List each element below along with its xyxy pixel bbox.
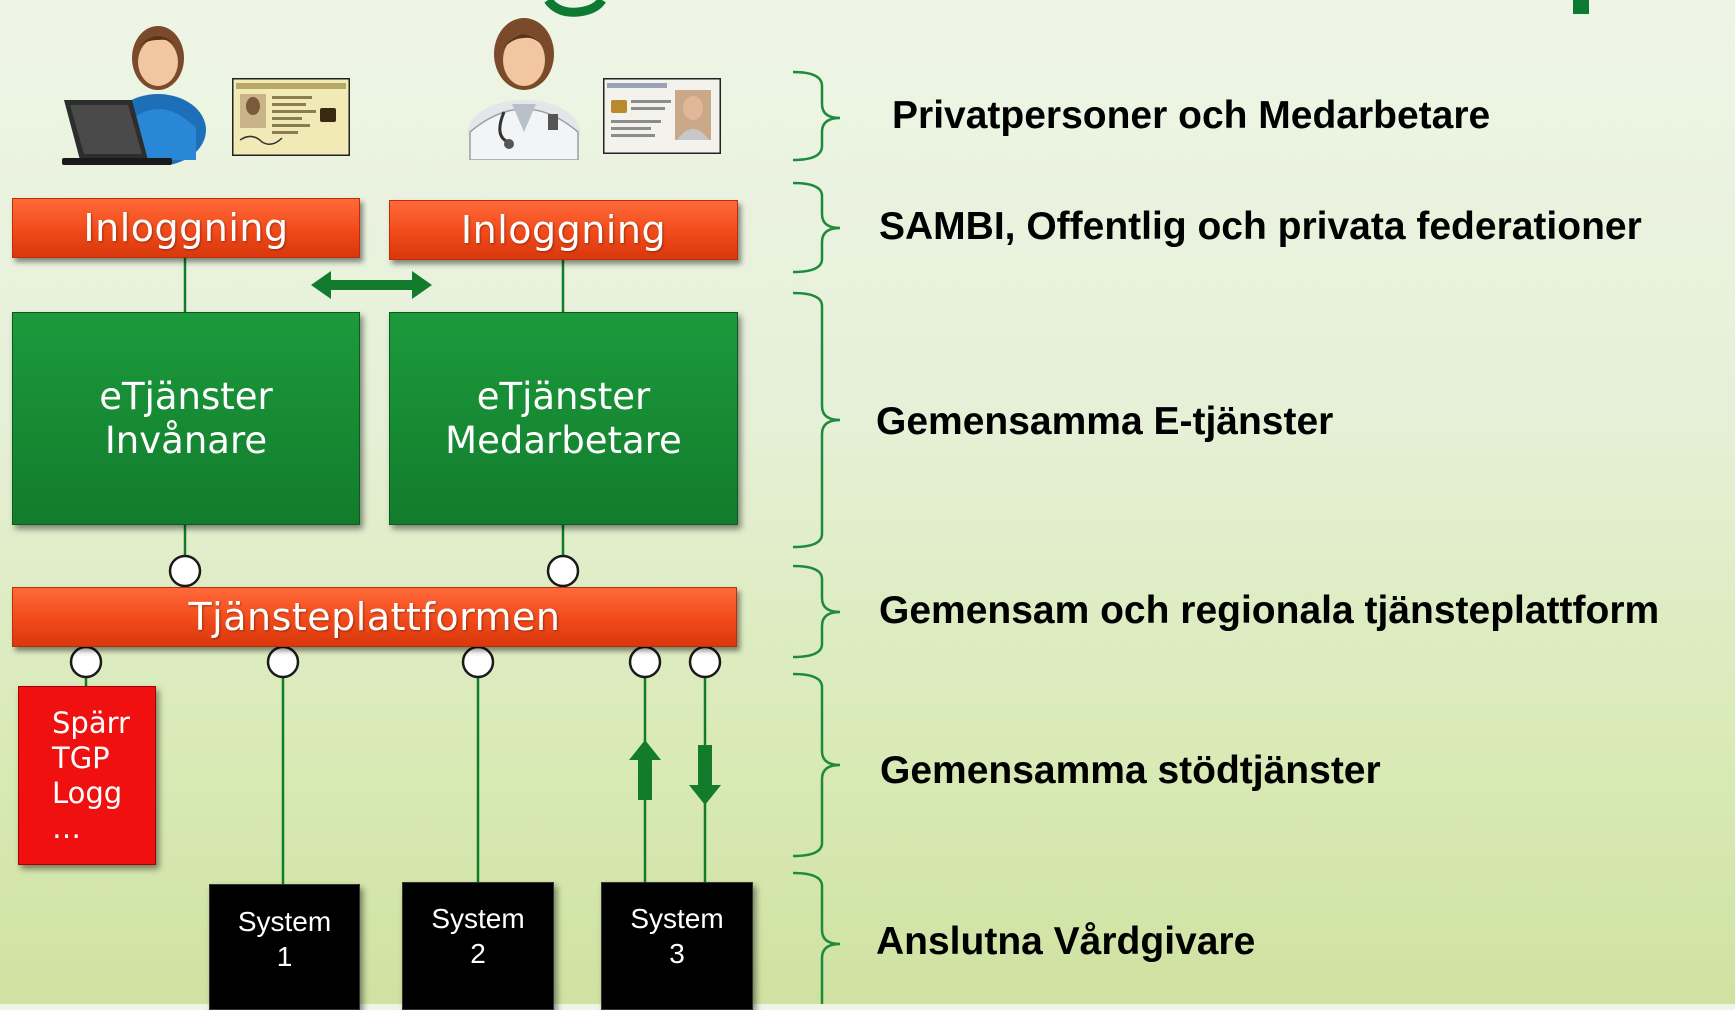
down-arrow [689,745,721,805]
system-3-box[interactable]: System 3 [601,882,753,1010]
support-services-box[interactable]: Spärr TGP Logg … [18,686,156,865]
eservices-citizens-box[interactable]: eTjänster Invånare [12,312,360,525]
system-1-box[interactable]: System 1 [209,884,360,1010]
login-bar-staff[interactable]: Inloggning [389,200,738,260]
federation-double-arrow [311,271,432,299]
layer-label-actors: Privatpersoner och Medarbetare [892,94,1491,137]
support-line: Logg [52,775,123,810]
id-card-icon [232,78,350,156]
eservices-line2: Invånare [104,418,268,462]
system-label: System [630,903,724,934]
support-line: TGP [52,740,110,775]
support-line: Spärr [52,705,130,740]
system-label: System [237,906,332,937]
login-bar-citizens[interactable]: Inloggning [12,198,360,258]
layer-label-caregivers: Anslutna Vårdgivare [876,920,1256,963]
medical-staff-icon [468,18,580,160]
layer-label-platform: Gemensam och regionala tjänsteplattform [879,589,1660,632]
support-line: … [52,810,81,845]
layer-label-eservices: Gemensamma E-tjänster [876,400,1334,443]
system-number: 3 [669,938,685,969]
eservices-line1: eTjänster [99,374,273,418]
system-label: System [431,903,525,934]
layer-braces [792,70,841,1004]
layer-label-federation: SAMBI, Offentlig och privata federatione… [879,205,1642,248]
system-number: 1 [276,941,293,972]
login-label: Inloggning [83,206,289,250]
system-2-box[interactable]: System 2 [402,882,554,1010]
private-person-icon [62,26,206,165]
service-platform-bar[interactable]: Tjänsteplattformen [12,587,737,647]
eservices-line1: eTjänster [476,374,651,418]
platform-label: Tjänsteplattformen [188,595,561,639]
login-label: Inloggning [460,208,667,252]
eservices-staff-box[interactable]: eTjänster Medarbetare [389,312,738,525]
layer-label-support: Gemensamma stödtjänster [880,749,1381,792]
interface-circles [69,554,722,679]
up-arrow [629,740,661,800]
system-number: 2 [470,938,486,969]
id-card-icon [603,78,721,154]
eservices-line2: Medarbetare [445,418,682,462]
